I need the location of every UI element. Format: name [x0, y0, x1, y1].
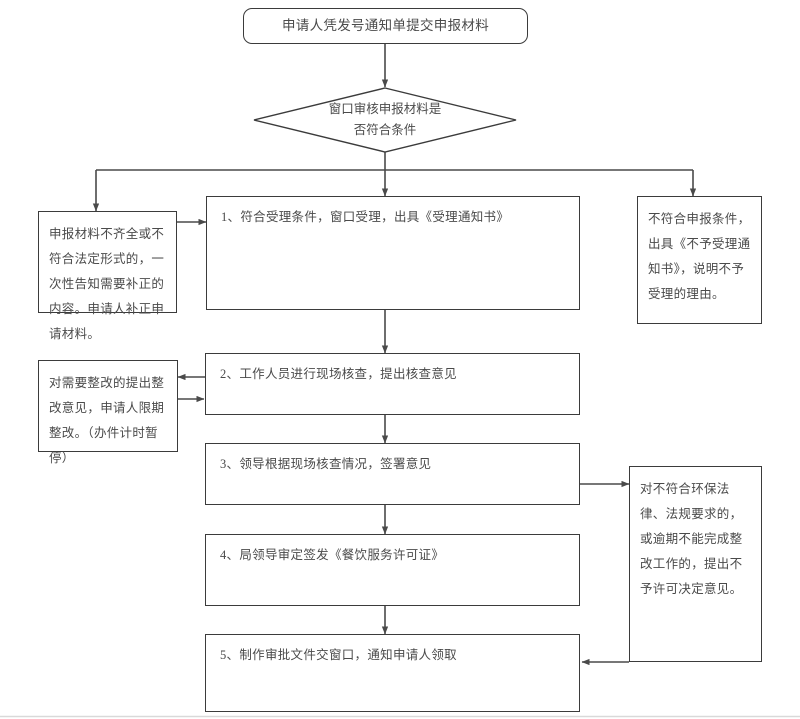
node-decision: 窗口审核申报材料是 否符合条件: [253, 87, 517, 153]
node-deny-label: 对不符合环保法律、法规要求的，或逾期不能完成整改工作的，提出不予许可决定意见。: [640, 482, 743, 596]
node-step5-label: 5、制作审批文件交窗口，通知申请人领取: [220, 648, 457, 662]
node-start-label: 申请人凭发号通知单提交申报材料: [282, 17, 489, 33]
node-supplement-label: 申报材料不齐全或不符合法定形式的，一次性告知需要补正的内容。申请人补正申请材料。: [49, 227, 165, 341]
node-supplement: 申报材料不齐全或不符合法定形式的，一次性告知需要补正的内容。申请人补正申请材料。: [38, 211, 177, 341]
node-step1: 1、符合受理条件，窗口受理，出具《受理通知书》: [206, 196, 580, 310]
node-step4-label: 4、局领导审定签发《餐饮服务许可证》: [220, 548, 445, 562]
node-step4: 4、局领导审定签发《餐饮服务许可证》: [205, 534, 580, 606]
node-reject: 不符合申报条件，出具《不予受理通知书》，说明不予受理的理由。: [637, 196, 762, 324]
node-step2-label: 2、工作人员进行现场核查，提出核查意见: [220, 367, 457, 381]
node-step3: 3、领导根据现场核查情况，签署意见: [205, 443, 580, 505]
node-step2: 2、工作人员进行现场核查，提出核查意见: [205, 353, 580, 415]
node-rectify: 对需要整改的提出整改意见，申请人限期整改。（办件计时暂停）: [38, 360, 178, 465]
node-reject-label: 不符合申报条件，出具《不予受理通知书》，说明不予受理的理由。: [648, 212, 751, 301]
node-step1-label: 1、符合受理条件，窗口受理，出具《受理通知书》: [221, 210, 510, 224]
node-rectify-label: 对需要整改的提出整改意见，申请人限期整改。（办件计时暂停）: [49, 376, 165, 465]
decision-diamond-shape: [253, 87, 517, 153]
node-deny: 对不符合环保法律、法规要求的，或逾期不能完成整改工作的，提出不予许可决定意见。: [629, 466, 762, 662]
node-step5: 5、制作审批文件交窗口，通知申请人领取: [205, 634, 580, 712]
node-step3-label: 3、领导根据现场核查情况，签署意见: [220, 457, 432, 471]
node-start: 申请人凭发号通知单提交申报材料: [243, 8, 528, 44]
